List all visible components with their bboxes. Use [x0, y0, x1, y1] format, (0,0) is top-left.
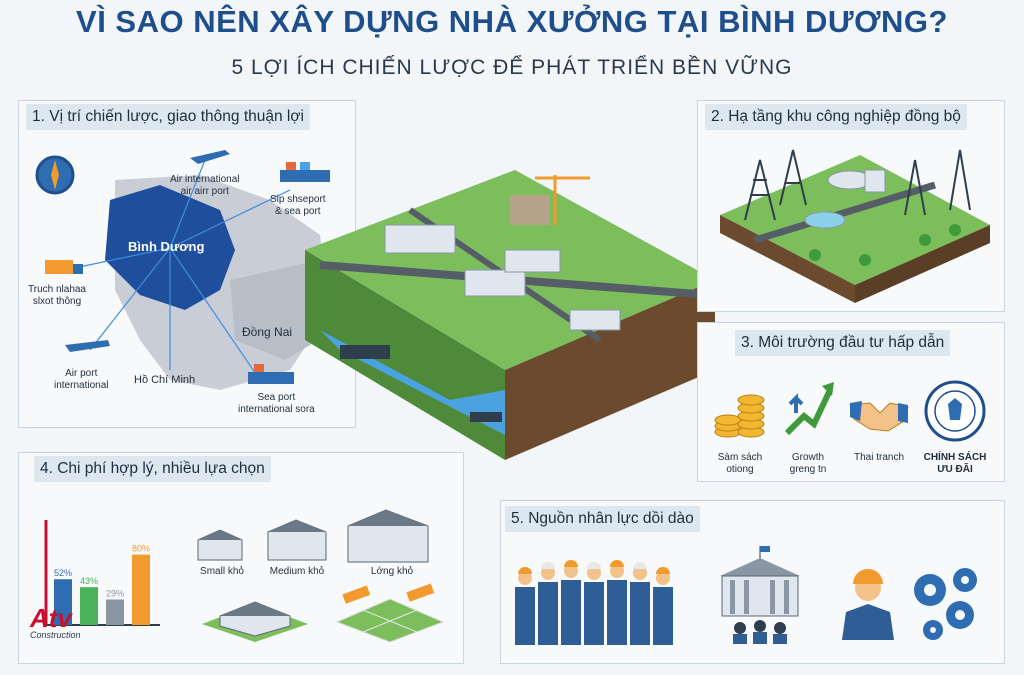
- plane-icon-top: [190, 150, 230, 164]
- growth-arrow-icon: [784, 382, 834, 436]
- policy-seal-icon: [924, 380, 986, 442]
- investment-item-2: Growth greng tn: [789, 452, 827, 475]
- truck-icon: [45, 260, 73, 274]
- investment-item-3: Thai tranch: [853, 452, 905, 463]
- warehouse-small-icon: [197, 529, 243, 561]
- logo-subtext: Construction: [30, 630, 81, 640]
- section-investment-title: 3. Môi trường đầu tư hấp dẫn: [735, 330, 951, 356]
- company-logo: Atv Construction: [30, 603, 81, 640]
- warehouse-medium-icon: [267, 519, 327, 561]
- cost-bar-1: [54, 579, 72, 625]
- label-binhduong: Bình Dương: [128, 239, 205, 254]
- warehouse-medium-label: Medium khỏ: [269, 566, 325, 577]
- page-title: VÌ SAO NÊN XÂY DỰNG NHÀ XƯỞNG TẠI BÌNH D…: [76, 4, 948, 39]
- label-hcm: Hồ Chí Minh: [134, 374, 196, 386]
- section-cost-title: 4. Chi phí hợp lý, nhiều lựa chọn: [34, 456, 271, 482]
- engineer-icon: [842, 569, 894, 640]
- university-icon: [720, 546, 800, 644]
- investment-item-4: CHÍNH SÁCH ƯU ĐÃI: [923, 452, 987, 475]
- industrial-park-illustration: [305, 170, 715, 460]
- cost-bar-2: [80, 587, 98, 625]
- label-sea-bottom: Sea port international sora: [238, 392, 315, 415]
- cost-bar-3: [106, 599, 124, 625]
- handshake-icon: [849, 401, 909, 432]
- section-workforce-title: 5. Nguồn nhân lực dồi dào: [505, 506, 700, 532]
- section-infrastructure-title: 2. Hạ tầng khu công nghiệp đồng bộ: [705, 104, 967, 130]
- plane-icon-bottom: [65, 340, 110, 352]
- factory-on-land-illustration: [202, 601, 308, 642]
- page-subtitle: 5 LỢI ÍCH CHIẾN LƯỢC ĐỂ PHÁT TRIỂN BỀN V…: [231, 56, 793, 79]
- cost-bar-label-4: 80%: [132, 544, 150, 554]
- label-dongnai: Đồng Nai: [242, 325, 293, 339]
- logo-mark: Atv: [30, 603, 72, 633]
- cost-bar-chart: 52% 43% 29% 80%: [44, 520, 160, 626]
- section-location-title: 1. Vị trí chiến lược, giao thông thuận l…: [26, 104, 310, 130]
- cost-bar-4: [132, 554, 150, 625]
- ship-icon-bottom: [248, 372, 294, 384]
- investment-item-1: Sàm sách otiong: [717, 452, 763, 475]
- label-air-top: Air international air airr port: [170, 174, 240, 197]
- label-sea-top: Sip shseport & sea port: [270, 194, 326, 217]
- coins-icon: [714, 394, 765, 438]
- gears-icon: [914, 568, 977, 640]
- warehouse-large-label: Lớng khỏ: [370, 566, 414, 577]
- label-truck: Truch nlahaa slxot thông: [28, 284, 86, 307]
- land-plot-illustration: [335, 583, 445, 643]
- region-map: [35, 150, 335, 390]
- cost-bar-label-2: 43%: [80, 576, 98, 586]
- cost-bar-label-1: 52%: [54, 568, 72, 578]
- infrastructure-illustration: [720, 149, 990, 303]
- ship-icon-top: [280, 170, 330, 182]
- workers-crowd-illustration: [515, 560, 673, 645]
- warehouse-small-label: Small khỏ: [200, 566, 244, 577]
- label-air-bottom: Air port international: [54, 368, 109, 391]
- warehouse-large-icon: [347, 509, 429, 563]
- cost-bar-label-3: 29%: [106, 588, 124, 598]
